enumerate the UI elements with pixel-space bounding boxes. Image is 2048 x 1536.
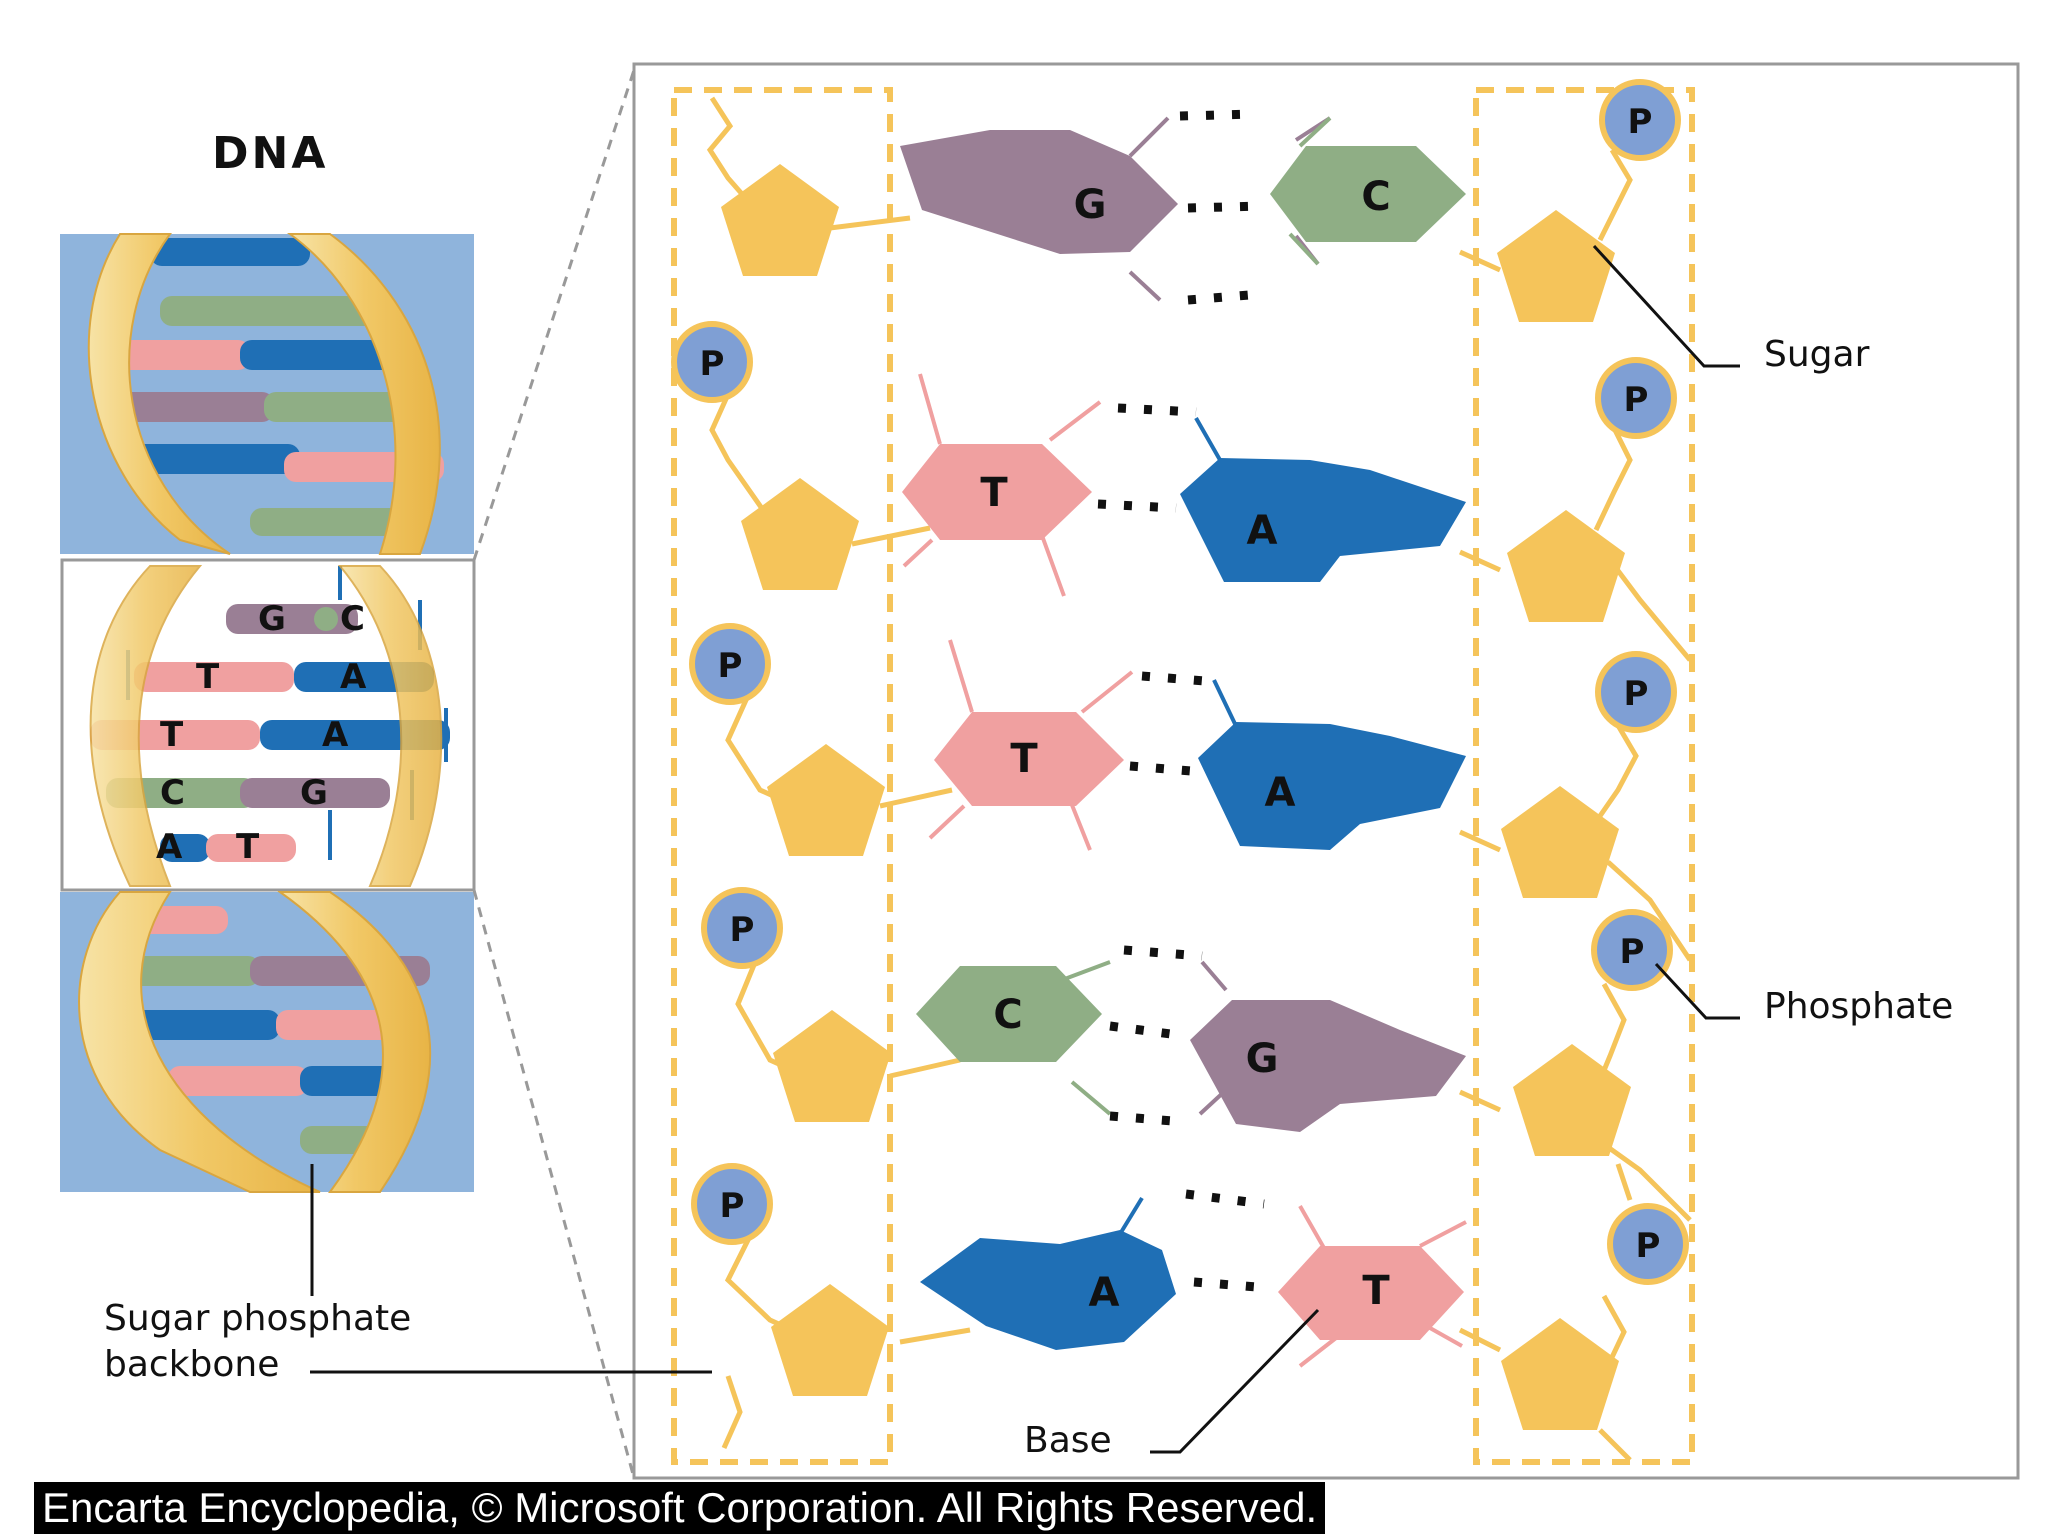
base-A — [920, 1230, 1176, 1350]
base-label: A — [1089, 1270, 1120, 1316]
base-label: C — [993, 992, 1022, 1038]
base-A — [1198, 722, 1466, 850]
base-A — [1180, 458, 1466, 582]
phosphate-circle: P — [689, 623, 771, 705]
inset-letter: G — [300, 773, 328, 813]
base-label: T — [1362, 1268, 1390, 1314]
phosphate-label: P — [1628, 102, 1653, 142]
inset-letter: T — [236, 827, 260, 867]
phosphate-label-callout: Phosphate — [1764, 986, 1953, 1027]
right-phosphates: P P P P P — [1591, 79, 1689, 1285]
base-T — [902, 444, 1092, 540]
inset-letter: C — [340, 599, 365, 639]
base-pair-1: G C — [900, 109, 1466, 305]
base-label: A — [1247, 508, 1278, 554]
backbone-label-line1: Sugar phosphate — [104, 1298, 411, 1339]
copyright-credit: Encarta Encyclopedia, © Microsoft Corpor… — [34, 1482, 1326, 1534]
phosphate-label: P — [718, 646, 743, 686]
phosphate-label: P — [700, 344, 725, 384]
zoom-guide-bottom — [472, 889, 636, 1479]
inset-letter: T — [160, 715, 184, 755]
base-label: A — [1265, 770, 1296, 816]
base-pair-5: A T — [920, 1189, 1467, 1368]
inset-letter: A — [340, 657, 367, 697]
phosphate-label: P — [1636, 1226, 1661, 1266]
base-label: C — [1361, 174, 1390, 220]
sugar-label: Sugar — [1764, 334, 1870, 375]
phosphate-circle: P — [691, 1163, 773, 1245]
inset-letter: A — [156, 827, 183, 867]
base-label: T — [1010, 736, 1038, 782]
base-pair-4: C G — [916, 945, 1466, 1132]
page-title: DNA — [212, 128, 328, 179]
phosphate-circle: P — [1595, 651, 1677, 733]
zoom-guide-top — [472, 63, 638, 561]
base-G — [1190, 1000, 1466, 1132]
right-backbone — [1458, 148, 1693, 1462]
inset-letter: T — [196, 657, 220, 697]
base-callout-label: Base — [1024, 1420, 1112, 1461]
phosphate-label: P — [1624, 674, 1649, 714]
inset-letter: G — [258, 599, 286, 639]
base-pair-2: T A — [902, 373, 1466, 597]
base-G — [900, 130, 1178, 254]
right-strand-box — [1473, 87, 1695, 1465]
phosphate-circle: P — [1595, 357, 1677, 439]
helix-illustration: G C T A T A C G A T — [60, 233, 476, 1296]
phosphate-circle: P — [1599, 79, 1681, 161]
base-pair-3: T A — [928, 639, 1466, 851]
phosphate-label: P — [1624, 380, 1649, 420]
base-label: G — [1246, 1036, 1279, 1082]
base-label: G — [1074, 182, 1107, 228]
left-strand-box — [671, 87, 893, 1465]
callout-lines — [310, 244, 1740, 1454]
phosphate-circle: P — [1591, 909, 1673, 991]
phosphate-circle: P — [1607, 1203, 1689, 1285]
backbone-label-line2: backbone — [104, 1344, 279, 1385]
base-T — [934, 712, 1124, 806]
inset-letter: A — [322, 715, 349, 755]
phosphate-label: P — [1620, 932, 1645, 972]
helix-inset-rungs — [90, 566, 450, 862]
phosphate-label: P — [720, 1186, 745, 1226]
base-C — [916, 966, 1102, 1062]
base-T — [1278, 1246, 1464, 1340]
inset-letter: C — [160, 773, 185, 813]
base-label: T — [980, 470, 1008, 516]
phosphate-circle: P — [701, 887, 783, 969]
left-phosphates: P P P P — [671, 321, 783, 1245]
phosphate-circle: P — [671, 321, 753, 403]
base-C — [1270, 146, 1466, 242]
phosphate-label: P — [730, 910, 755, 950]
helix-inset-letters: G C T A T A C G A T — [156, 599, 367, 867]
